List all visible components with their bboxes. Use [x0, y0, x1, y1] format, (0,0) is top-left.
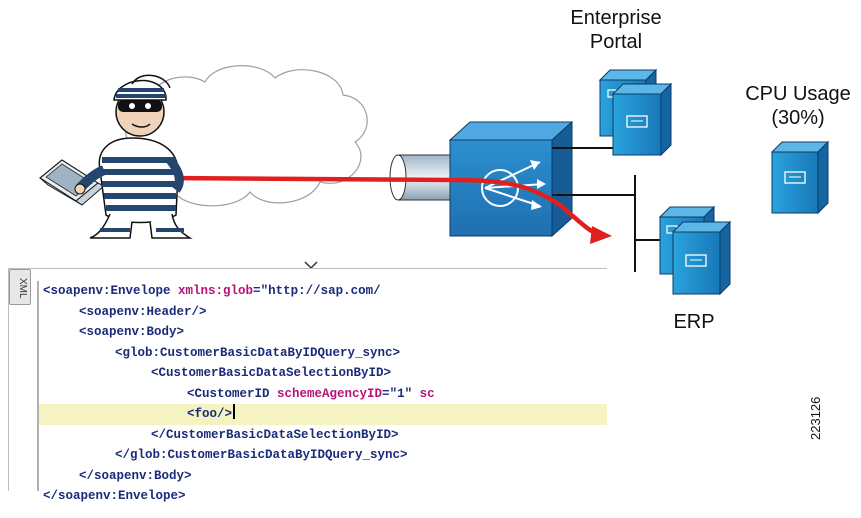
cpu-usage-label-line1: CPU Usage: [745, 83, 851, 105]
code-tag-text: <foo/>: [187, 407, 233, 421]
cpu-usage-label: CPU Usage (30%): [735, 82, 861, 130]
code-line: </soapenv:Body>: [79, 466, 192, 486]
code-trailing-text: sc: [412, 386, 435, 401]
attack-path: [164, 175, 612, 244]
code-line: </glob:CustomerBasicDataByIDQuery_sync>: [115, 445, 408, 465]
cpu-usage-label-line2: (30%): [771, 107, 825, 129]
code-tag-text: </glob:CustomerBasicDataByIDQuery_sync>: [115, 448, 408, 462]
code-line: <CustomerBasicDataSelectionByID>: [151, 363, 391, 383]
code-equals: =: [253, 284, 261, 298]
server-icon: [611, 82, 673, 157]
code-equals: =: [382, 386, 390, 401]
text-cursor: [233, 404, 236, 419]
firewall-appliance-icon: [448, 120, 574, 238]
erp-label: ERP: [673, 311, 715, 333]
code-tag-text: <glob:CustomerBasicDataByIDQuery_sync>: [115, 345, 401, 360]
xml-tab[interactable]: XML: [9, 269, 31, 305]
server-icon: [770, 140, 830, 215]
code-tag-text: <soapenv:Body>: [79, 325, 185, 339]
code-attribute-value: "http://sap.com/: [260, 284, 381, 298]
laptop-icon: [38, 159, 105, 206]
code-tag-text: </soapenv:Body>: [79, 468, 192, 483]
highlighted-line: [39, 404, 607, 425]
code-line: <CustomerID schemeAgencyID="1" sc: [187, 384, 435, 404]
xml-code-area[interactable]: <soapenv:Envelope xmlns:glob="http://sap…: [37, 281, 607, 503]
code-tag-text: <CustomerBasicDataSelectionByID>: [151, 366, 392, 380]
figure-number: 223126: [808, 396, 823, 440]
code-line: <soapenv:Body>: [79, 322, 184, 342]
code-tag-text: </CustomerBasicDataSelectionByID>: [151, 427, 399, 442]
xml-editor[interactable]: XML <soapenv:Envelope xmlns:glob="http:/…: [8, 268, 607, 503]
xml-tab-label: XML: [17, 278, 28, 299]
code-attribute-name: schemeAgencyID: [277, 386, 383, 401]
code-line: </CustomerBasicDataSelectionByID>: [151, 425, 399, 445]
code-attribute-name: xmlns:glob: [178, 284, 254, 298]
code-tag-text: </soapenv:Envelope>: [43, 489, 186, 503]
code-line: <foo/>: [187, 404, 236, 424]
network-links: [552, 147, 670, 272]
enterprise-portal-label-line1: Enterprise: [570, 7, 662, 29]
code-line: <glob:CustomerBasicDataByIDQuery_sync>: [115, 343, 400, 363]
code-tag-text: <soapenv:Header/>: [79, 304, 207, 319]
code-line: </soapenv:Envelope>: [43, 486, 186, 506]
code-line: <soapenv:Header/>: [79, 302, 207, 322]
code-tag-text: <CustomerID: [187, 386, 278, 401]
code-attribute-value: "1": [389, 386, 413, 401]
enterprise-portal-label: Enterprise Portal: [560, 6, 672, 54]
enterprise-portal-label-line2: Portal: [589, 31, 643, 53]
code-tag-text: <soapenv:Envelope: [43, 284, 179, 298]
server-icon: [671, 220, 732, 296]
code-line: <soapenv:Envelope xmlns:glob="http://sap…: [43, 281, 381, 301]
attacker-icon: [74, 74, 193, 239]
